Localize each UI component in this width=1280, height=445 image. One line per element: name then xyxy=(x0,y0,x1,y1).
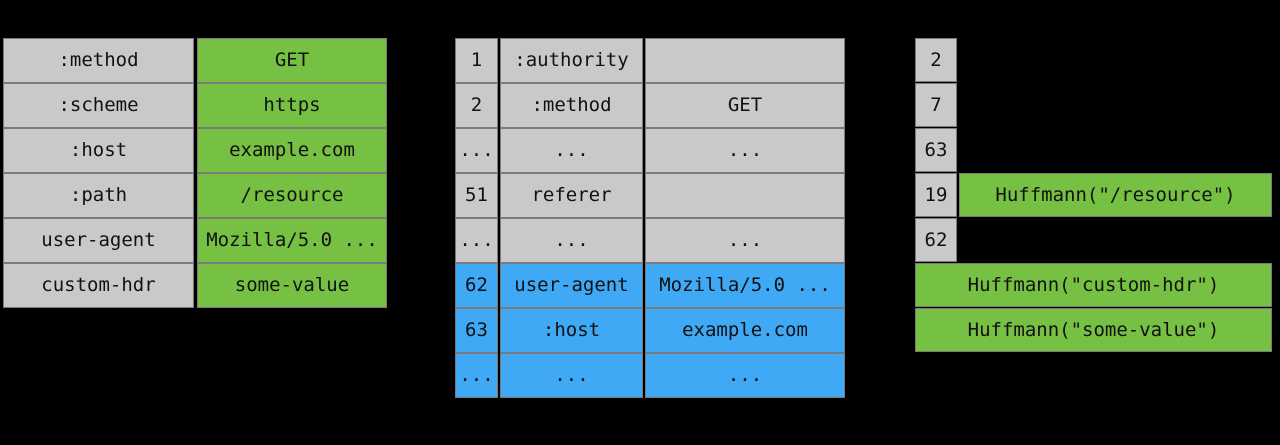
encoded-row-literal-3: Huffmann("/resource") xyxy=(959,173,1272,217)
table-row-index-1: 2 xyxy=(455,83,498,128)
table-row-value-3 xyxy=(645,173,845,218)
table-row-index-7: ... xyxy=(455,353,498,398)
table-row-value-3: /resource xyxy=(197,173,387,218)
table-row-index-6: 63 xyxy=(455,308,498,353)
encoded-row-index-3: 19 xyxy=(915,173,957,217)
table-row-value-2: ... xyxy=(645,128,845,173)
table-row-name-4: ... xyxy=(500,218,643,263)
encoded-row-literal-6: Huffmann("some-value") xyxy=(915,308,1272,352)
table-row-value-1: GET xyxy=(645,83,845,128)
encoded-row-index-1: 7 xyxy=(915,83,957,127)
table-row-value-5: Mozilla/5.0 ... xyxy=(645,263,845,308)
table-row-value-6: example.com xyxy=(645,308,845,353)
table-row-name-1: :scheme xyxy=(3,83,194,128)
table-row-name-4: user-agent xyxy=(3,218,194,263)
table-row-name-5: custom-hdr xyxy=(3,263,194,308)
encoded-row-index-4: 62 xyxy=(915,218,957,262)
table-row-name-3: referer xyxy=(500,173,643,218)
table-row-value-0 xyxy=(645,38,845,83)
table-row-name-6: :host xyxy=(500,308,643,353)
table-row-name-7: ... xyxy=(500,353,643,398)
table-row-value-4: ... xyxy=(645,218,845,263)
table-row-index-4: ... xyxy=(455,218,498,263)
table-row-index-0: 1 xyxy=(455,38,498,83)
table-row-name-0: :method xyxy=(3,38,194,83)
table-row-value-2: example.com xyxy=(197,128,387,173)
table-row-name-2: ... xyxy=(500,128,643,173)
table-row-value-4: Mozilla/5.0 ... xyxy=(197,218,387,263)
encoded-row-index-0: 2 xyxy=(915,38,957,82)
table-row-index-2: ... xyxy=(455,128,498,173)
encoded-row-literal-5: Huffmann("custom-hdr") xyxy=(915,263,1272,307)
table-row-name-3: :path xyxy=(3,173,194,218)
table-row-value-1: https xyxy=(197,83,387,128)
table-row-index-3: 51 xyxy=(455,173,498,218)
table-row-value-7: ... xyxy=(645,353,845,398)
table-row-index-5: 62 xyxy=(455,263,498,308)
encoded-row-index-2: 63 xyxy=(915,128,957,172)
table-row-name-5: user-agent xyxy=(500,263,643,308)
table-row-name-1: :method xyxy=(500,83,643,128)
table-row-value-0: GET xyxy=(197,38,387,83)
table-row-value-5: some-value xyxy=(197,263,387,308)
table-row-name-2: :host xyxy=(3,128,194,173)
table-row-name-0: :authority xyxy=(500,38,643,83)
